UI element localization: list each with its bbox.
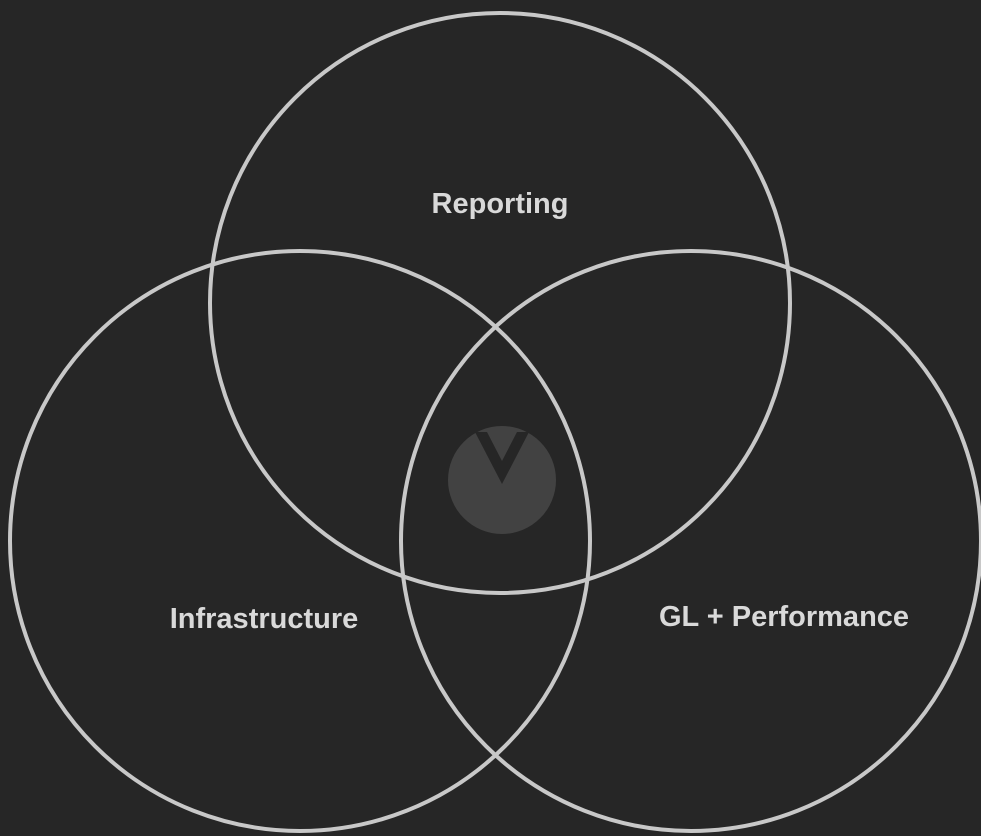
label-gl-performance: GL + Performance <box>659 601 909 633</box>
circle-infrastructure <box>8 249 592 833</box>
circle-reporting <box>208 11 792 595</box>
circle-gl-performance <box>399 249 981 833</box>
v-logo-icon <box>448 426 556 534</box>
label-reporting: Reporting <box>432 188 569 220</box>
label-infrastructure: Infrastructure <box>170 603 359 635</box>
